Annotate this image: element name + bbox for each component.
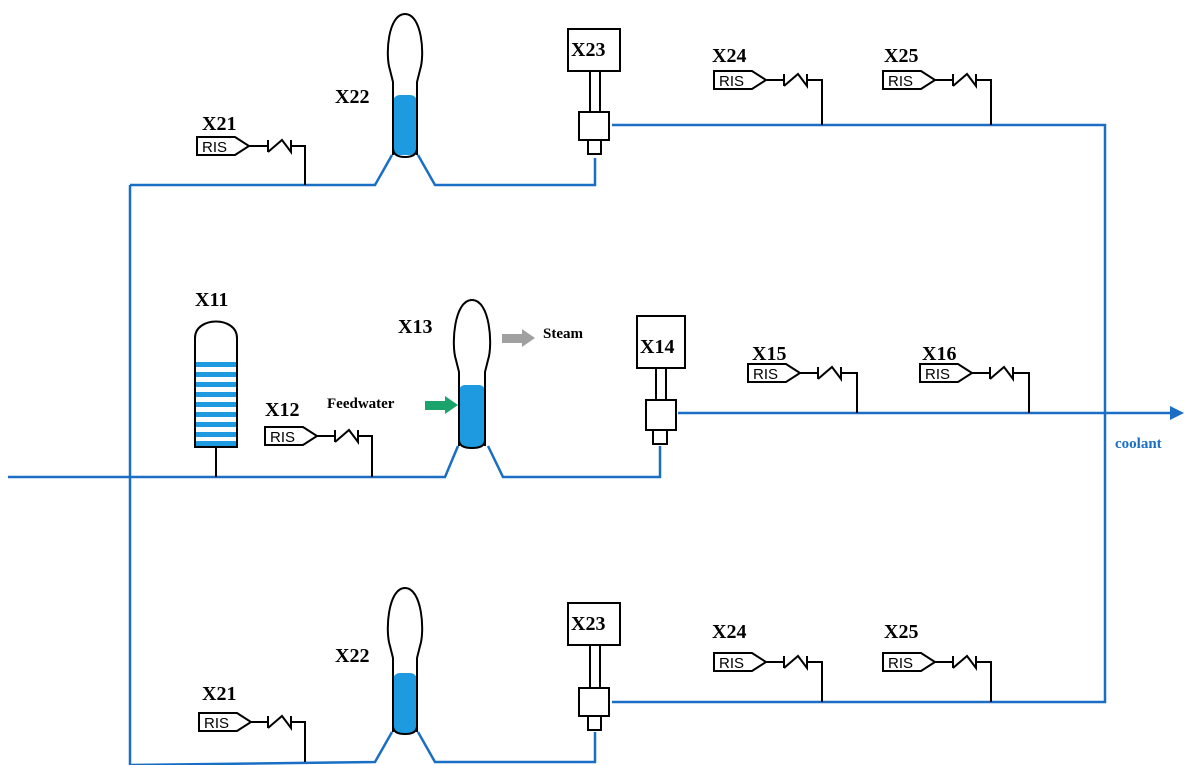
ris-sensor-icon	[713, 70, 768, 90]
steam-generator-icon	[386, 586, 424, 732]
bottom-x21-label: X21	[202, 683, 236, 705]
pump-motor-box	[567, 28, 621, 72]
x16-label: X16	[922, 343, 956, 365]
top-x24-ris-text: RIS	[719, 73, 744, 90]
bottom-x24-label: X24	[712, 621, 746, 643]
top-loop-inlet-pipe	[130, 154, 394, 187]
top-x23-label: X23	[571, 39, 605, 61]
check-valve-icon	[972, 365, 1030, 413]
bottom-x25-ris-sensor: RIS	[882, 652, 992, 702]
ris-sensor-icon	[882, 70, 937, 90]
top-x21-ris-sensor: RIS	[196, 136, 306, 185]
x15-ris-text: RIS	[753, 366, 778, 383]
x14-label: X14	[640, 336, 674, 358]
x15-label: X15	[752, 343, 786, 365]
bottom-x24-ris-sensor: RIS	[713, 652, 823, 702]
x12-ris-text: RIS	[270, 429, 295, 446]
ris-sensor-icon	[713, 652, 768, 672]
steam-label: Steam	[543, 326, 583, 342]
bottom-loop-inlet-pipe	[129, 731, 394, 765]
x11-tank	[194, 320, 238, 477]
check-valve-icon	[251, 714, 306, 762]
check-valve-icon	[935, 72, 992, 125]
steam-generator-icon	[386, 12, 424, 155]
x13-label: X13	[398, 316, 432, 338]
pump-icon	[645, 399, 677, 431]
check-valve-icon	[249, 138, 306, 185]
top-x23-pump: X23	[567, 28, 621, 155]
x15-ris-sensor: RIS	[747, 363, 858, 413]
bottom-x21-ris-text: RIS	[204, 715, 229, 732]
bottom-loop-sg-outlet-pipe	[416, 731, 597, 764]
water-level	[393, 673, 417, 733]
pump-motor-box	[636, 315, 686, 369]
bottom-x25-ris-text: RIS	[888, 655, 913, 672]
top-loop-sg-outlet-pipe	[416, 154, 597, 187]
top-x24-ris-sensor: RIS	[713, 70, 823, 125]
ris-sensor-icon	[196, 136, 251, 156]
bottom-x22-steam-generator	[386, 586, 424, 736]
check-valve-icon	[800, 365, 858, 413]
top-x21-label: X21	[202, 113, 236, 135]
x14-pump: X14	[636, 315, 686, 445]
bottom-x23-label: X23	[571, 613, 605, 635]
bottom-x21-ris-sensor: RIS	[198, 712, 306, 762]
ris-sensor-icon	[919, 363, 974, 383]
feedwater-arrow-icon	[425, 396, 458, 414]
bottom-x24-ris-text: RIS	[719, 655, 744, 672]
x12-label: X12	[265, 399, 299, 421]
pump-motor-box	[567, 602, 621, 646]
bottom-x25-label: X25	[884, 621, 918, 643]
ris-sensor-icon	[264, 426, 319, 446]
bottom-loop-pump-outlet-pipe	[612, 413, 1107, 704]
x11-label: X11	[195, 289, 228, 311]
coolant-arrow-icon	[1170, 406, 1184, 420]
middle-sg-outlet-pipe	[486, 445, 662, 479]
water-level	[459, 385, 485, 447]
x13-steam-generator	[452, 298, 492, 450]
x12-ris-sensor: RIS	[264, 426, 373, 477]
top-x22-label: X22	[335, 86, 369, 108]
top-x24-label: X24	[712, 45, 746, 67]
check-valve-icon	[935, 654, 992, 702]
tank-stripes	[196, 362, 236, 446]
coolant-label: coolant	[1115, 436, 1162, 452]
top-x25-label: X25	[884, 45, 918, 67]
top-x22-steam-generator	[386, 12, 424, 159]
top-x21-ris-text: RIS	[202, 139, 227, 156]
check-valve-icon	[766, 72, 823, 125]
tank-icon	[194, 320, 238, 448]
pump-icon	[578, 687, 610, 717]
top-x25-ris-sensor: RIS	[882, 70, 992, 125]
top-x25-ris-text: RIS	[888, 73, 913, 90]
check-valve-icon	[317, 428, 373, 477]
steam-generator-icon	[452, 298, 492, 446]
ris-sensor-icon	[198, 712, 253, 732]
top-loop-pump-outlet-pipe	[612, 123, 1107, 413]
steam-arrow-icon	[502, 329, 535, 347]
main-inlet-pipe	[8, 445, 460, 479]
water-level	[393, 95, 417, 155]
feedwater-label: Feedwater	[327, 396, 395, 412]
bottom-x23-pump: X23	[567, 602, 621, 731]
ris-sensor-icon	[747, 363, 802, 383]
check-valve-icon	[766, 654, 823, 702]
x16-ris-sensor: RIS	[919, 363, 1030, 413]
pump-icon	[578, 111, 610, 141]
x16-ris-text: RIS	[925, 366, 950, 383]
bottom-x22-label: X22	[335, 645, 369, 667]
ris-sensor-icon	[882, 652, 937, 672]
